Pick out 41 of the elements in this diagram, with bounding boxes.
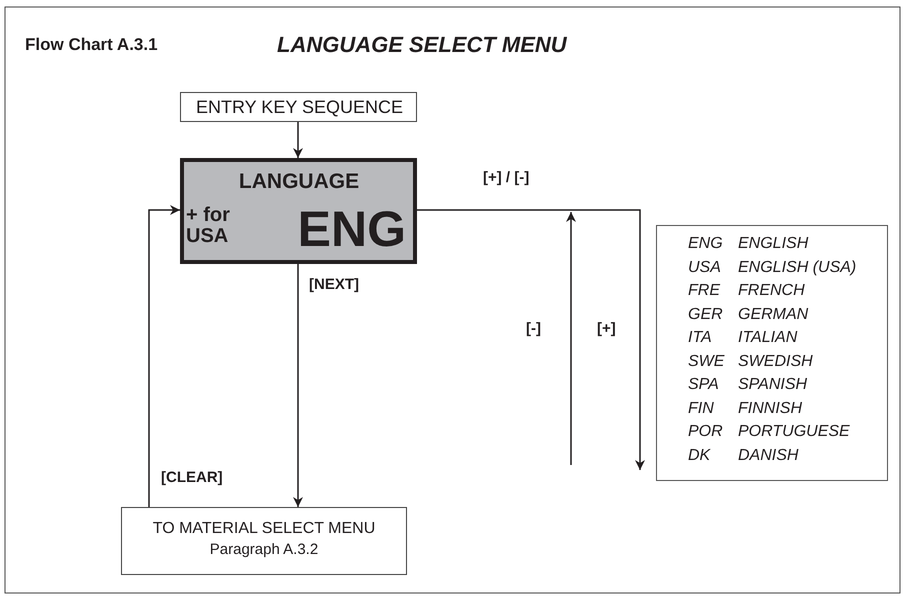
edge-label: [+] / [-]: [482, 170, 530, 186]
language-name: SPANISH: [738, 376, 808, 394]
display-heading: LANGUAGE: [238, 170, 360, 194]
language-name: GERMAN: [738, 306, 808, 324]
language-name: SWEDISH: [738, 352, 813, 370]
language-code: ITA: [688, 329, 712, 347]
language-name: FRENCH: [738, 282, 805, 300]
figure-number: Flow Chart A.3.1: [25, 36, 158, 55]
arrow: [293, 264, 303, 507]
language-code: GER: [688, 306, 723, 324]
language-code: ENG: [688, 235, 723, 253]
edge-label: [CLEAR]: [160, 470, 224, 486]
key-label: [+]: [597, 321, 616, 338]
language-code: DK: [688, 446, 710, 464]
language-name: FINNISH: [738, 400, 802, 418]
edge-label: [NEXT]: [308, 277, 360, 294]
entry-box: [180, 92, 417, 122]
language-code: FRE: [688, 282, 720, 300]
language-name: PORTUGUESE: [738, 423, 850, 441]
language-name: ITALIAN: [738, 329, 798, 347]
arrow: [148, 205, 180, 507]
language-name: ENGLISH: [738, 235, 808, 253]
language-code: USA: [688, 258, 721, 276]
chart-title: LANGUAGE SELECT MENU: [277, 33, 567, 58]
language-name: DANISH: [738, 446, 798, 464]
arrow: [417, 209, 645, 470]
language-list-box: [656, 225, 888, 481]
language-code: POR: [688, 423, 723, 441]
box-text: TO MATERIAL SELECT MENU: [152, 520, 376, 538]
paragraph-reference: Paragraph A.3.2: [208, 542, 320, 558]
display-note: + for USA: [186, 205, 231, 247]
language-code: FIN: [688, 400, 714, 418]
destination-box: [121, 507, 407, 575]
key-label: [-]: [526, 321, 541, 338]
language-code: SWE: [688, 352, 724, 370]
arrow: [293, 122, 303, 158]
box-text: ENTRY KEY SEQUENCE: [194, 98, 404, 118]
language-code: SPA: [688, 376, 719, 394]
language-name: ENGLISH (USA): [738, 258, 856, 276]
display-value: ENG: [296, 204, 406, 254]
display-box: [180, 158, 417, 264]
